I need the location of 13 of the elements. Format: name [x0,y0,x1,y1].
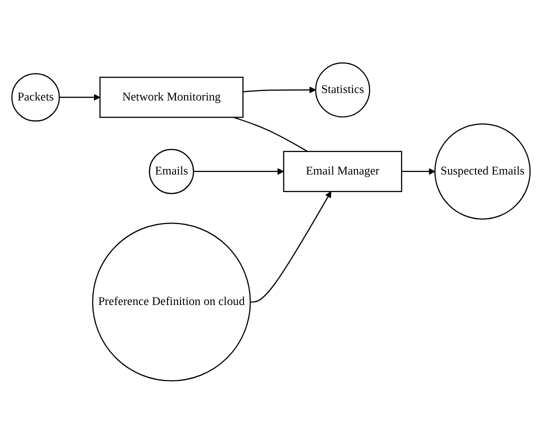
connector [233,116,308,152]
arrow [250,191,332,303]
node-circle: Statistics [315,62,370,118]
node-circle: Packets [11,73,60,122]
arrow [242,86,316,94]
node-circle: Preference Definition on cloud [92,222,251,382]
node-circle: Suspected Emails [434,123,531,220]
node-box: Email Manager [283,151,402,192]
node-circle: Emails [148,149,194,194]
arrow [59,94,100,101]
node-box: Network Monitoring [99,76,244,118]
arrow [194,168,284,175]
arrow [402,168,436,175]
